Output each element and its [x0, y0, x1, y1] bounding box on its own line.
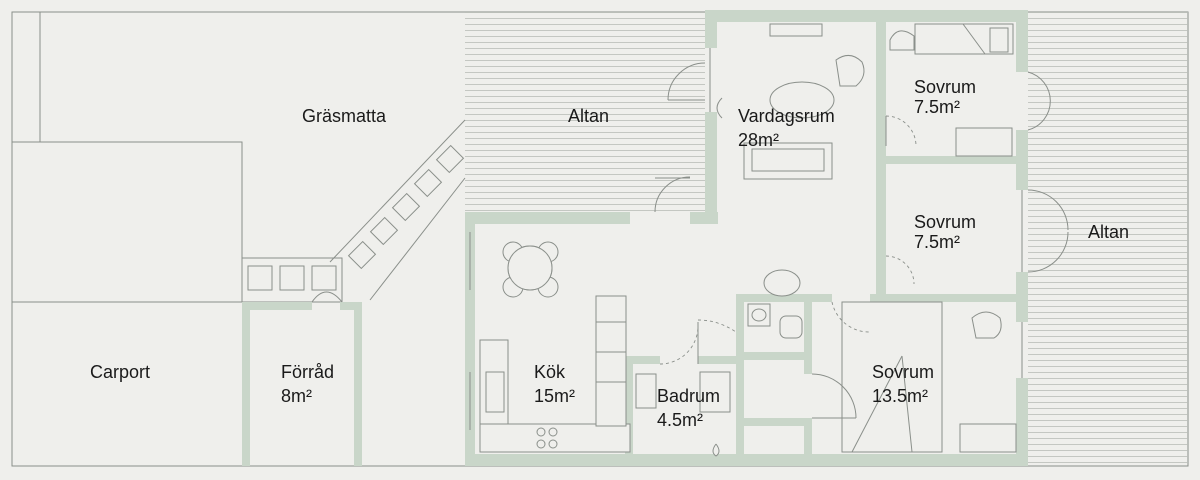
- altan-right-label: Altan: [1088, 222, 1129, 242]
- kok-area: 15m²: [534, 386, 575, 406]
- forrad-name: Förråd: [281, 362, 334, 382]
- walls: [242, 10, 1028, 466]
- vardagsrum-area: 28m²: [738, 130, 779, 150]
- kok-name: Kök: [534, 362, 566, 382]
- vardagsrum-name: Vardagsrum: [738, 106, 835, 126]
- badrum-area: 4.5m²: [657, 410, 703, 430]
- sovrum-3-area: 13.5m²: [872, 386, 928, 406]
- room-labels: Gräsmatta Altan Vardagsrum 28m² Sovrum 7…: [90, 77, 1129, 430]
- altan-top-label: Altan: [568, 106, 609, 126]
- sovrum-2-area: 7.5m²: [914, 232, 960, 252]
- sovrum-1-name: Sovrum: [914, 77, 976, 97]
- door-swings: [311, 48, 1069, 430]
- sovrum-1-area: 7.5m²: [914, 97, 960, 117]
- altan-right-decking: [1028, 12, 1188, 466]
- sovrum-2-name: Sovrum: [914, 212, 976, 232]
- badrum-name: Badrum: [657, 386, 720, 406]
- kitchen-furniture: [479, 241, 631, 453]
- bedroom-bath-furniture: [635, 23, 1017, 457]
- sovrum-3-name: Sovrum: [872, 362, 934, 382]
- altan-top-decking: [465, 12, 705, 212]
- forrad-area: 8m²: [281, 386, 312, 406]
- grasmatta-label: Gräsmatta: [302, 106, 387, 126]
- living-room-furniture: [716, 23, 865, 297]
- carport-label: Carport: [90, 362, 150, 382]
